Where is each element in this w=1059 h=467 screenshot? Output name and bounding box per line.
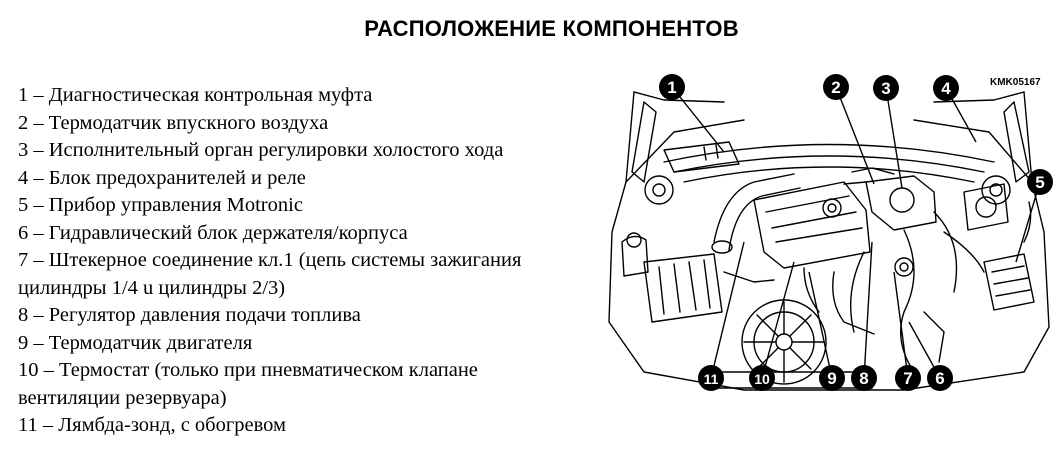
- legend-item-11: 11 – Лямбда-зонд, с обогревом: [18, 414, 286, 436]
- svg-text:2: 2: [831, 78, 840, 97]
- svg-text:3: 3: [881, 79, 890, 98]
- callout-5: 5: [1027, 169, 1053, 195]
- legend-item-5: 5 – Прибор управления Motronic: [18, 194, 303, 216]
- callout-9: 9: [819, 365, 845, 391]
- svg-text:1: 1: [667, 78, 676, 97]
- legend-item-7: 7 – Штекерное соединение кл.1 (цепь сист…: [18, 249, 522, 299]
- engine-bay-diagram: 1 2 3 4 5 6 7 8: [608, 74, 1053, 391]
- svg-text:11: 11: [704, 371, 719, 387]
- svg-text:7: 7: [903, 369, 912, 388]
- legend-item-2: 2 – Термодатчик впускного воздуха: [18, 111, 329, 134]
- callout-3: 3: [873, 75, 899, 101]
- callout-6: 6: [927, 365, 953, 391]
- callout-7: 7: [895, 365, 921, 391]
- svg-text:9: 9: [827, 369, 836, 388]
- callout-11: 11: [698, 365, 724, 391]
- svg-text:10: 10: [754, 371, 770, 387]
- legend-item-8: 8 – Регулятор давления подачи топлива: [18, 304, 361, 326]
- legend-item-1: 1 – Диагностическая контрольная муфта: [18, 84, 373, 106]
- svg-text:4: 4: [941, 79, 951, 98]
- svg-text:6: 6: [935, 369, 944, 388]
- diagram-code-label: KMK05167: [990, 77, 1041, 88]
- legend-item-9: 9 – Термодатчик двигателя: [18, 331, 253, 354]
- callout-markers: 1 2 3 4 5 6 7 8: [659, 74, 1053, 391]
- component-legend: 1 – Диагностическая контрольная муфта 2 …: [18, 82, 578, 440]
- engine-bay-drawing: [608, 91, 1050, 391]
- svg-text:8: 8: [859, 369, 868, 388]
- callout-10: 10: [749, 365, 775, 391]
- callout-leaders: [671, 86, 1041, 379]
- callout-2: 2: [823, 74, 849, 100]
- legend-item-6: 6 – Гидравлический блок держателя/корпус…: [18, 221, 408, 244]
- callout-4: 4: [933, 75, 959, 101]
- callout-1: 1: [659, 74, 685, 100]
- svg-text:5: 5: [1035, 173, 1044, 192]
- callout-8: 8: [851, 365, 877, 391]
- legend-item-3: 3 – Исполнительный орган регулировки хол…: [18, 139, 504, 161]
- legend-item-4: 4 – Блок предохранителей и реле: [18, 166, 306, 189]
- page-title: РАСПОЛОЖЕНИЕ КОМПОНЕНТОВ: [364, 16, 739, 41]
- legend-item-10: 10 – Термостат (только при пневматическо…: [18, 359, 478, 409]
